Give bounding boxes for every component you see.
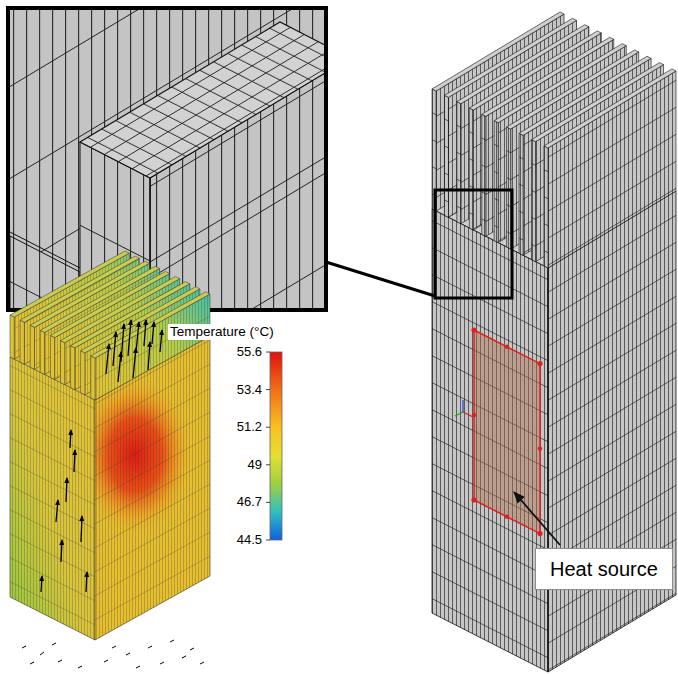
scale-value: 55.6	[235, 344, 264, 360]
fin-front	[60, 341, 64, 385]
fin-front	[30, 325, 34, 369]
fin-front	[457, 102, 461, 224]
fin-front	[50, 335, 54, 379]
scale-value: 51.2	[235, 419, 264, 435]
fin-front	[71, 346, 75, 390]
scale-value: 46.7	[235, 495, 264, 511]
inset-frame	[8, 8, 326, 310]
fin-front	[81, 351, 85, 395]
sink-left-face	[432, 209, 548, 672]
legend-title: Temperature (°C)	[168, 324, 276, 340]
inset-edge	[10, 232, 80, 268]
scale-value: 53.4	[235, 382, 264, 398]
sink-right-face	[548, 191, 676, 672]
zoom-frame	[435, 190, 512, 298]
fin-front	[20, 320, 24, 364]
fin-front	[494, 121, 498, 243]
color-bar	[270, 352, 282, 540]
scale-value: 53.4	[235, 382, 264, 398]
heat-sink-mesh	[432, 12, 676, 672]
fin-front	[482, 114, 486, 236]
heat-source-area	[474, 330, 540, 534]
heat-source-handles	[471, 327, 542, 536]
fin-front	[507, 127, 511, 249]
fin-front	[91, 356, 95, 400]
fin-front	[10, 315, 14, 359]
scale-value: 46.7	[235, 495, 264, 511]
zoom-inset	[8, 8, 350, 320]
fin-front	[40, 330, 44, 374]
fin-side	[548, 71, 676, 268]
fin-front	[469, 108, 473, 230]
temperature-plot	[10, 251, 282, 668]
plot-left-face	[10, 357, 95, 640]
inlet-vectors	[22, 640, 204, 668]
scale-value: 49	[246, 457, 264, 473]
fin-front	[519, 133, 523, 255]
scale-value: 44.5	[235, 532, 264, 548]
callout-text: Heat source	[550, 557, 658, 581]
scale-value: 49	[246, 457, 264, 473]
axis-triad	[455, 400, 473, 417]
fin-top	[544, 69, 676, 148]
corner-edge	[547, 268, 548, 672]
fin-front	[444, 95, 448, 217]
plot-left-mesh	[10, 357, 95, 640]
fin	[91, 292, 210, 400]
callout-box: Heat source	[535, 548, 673, 590]
inset-fin-top	[80, 22, 324, 178]
legend-title: Temperature (°C)	[168, 324, 276, 340]
fin-front	[532, 140, 536, 262]
scale-value: 51.2	[235, 419, 264, 435]
scale-value: 55.6	[235, 344, 264, 360]
zoom-link	[326, 262, 435, 296]
flow-vectors	[41, 320, 162, 592]
inset-edge	[150, 158, 324, 262]
fin-array	[432, 12, 676, 268]
leader-line	[514, 492, 560, 545]
scale-value: 44.5	[235, 532, 264, 548]
fin-front	[544, 146, 548, 268]
fin	[544, 69, 676, 268]
color-bar-ticks	[266, 352, 270, 540]
